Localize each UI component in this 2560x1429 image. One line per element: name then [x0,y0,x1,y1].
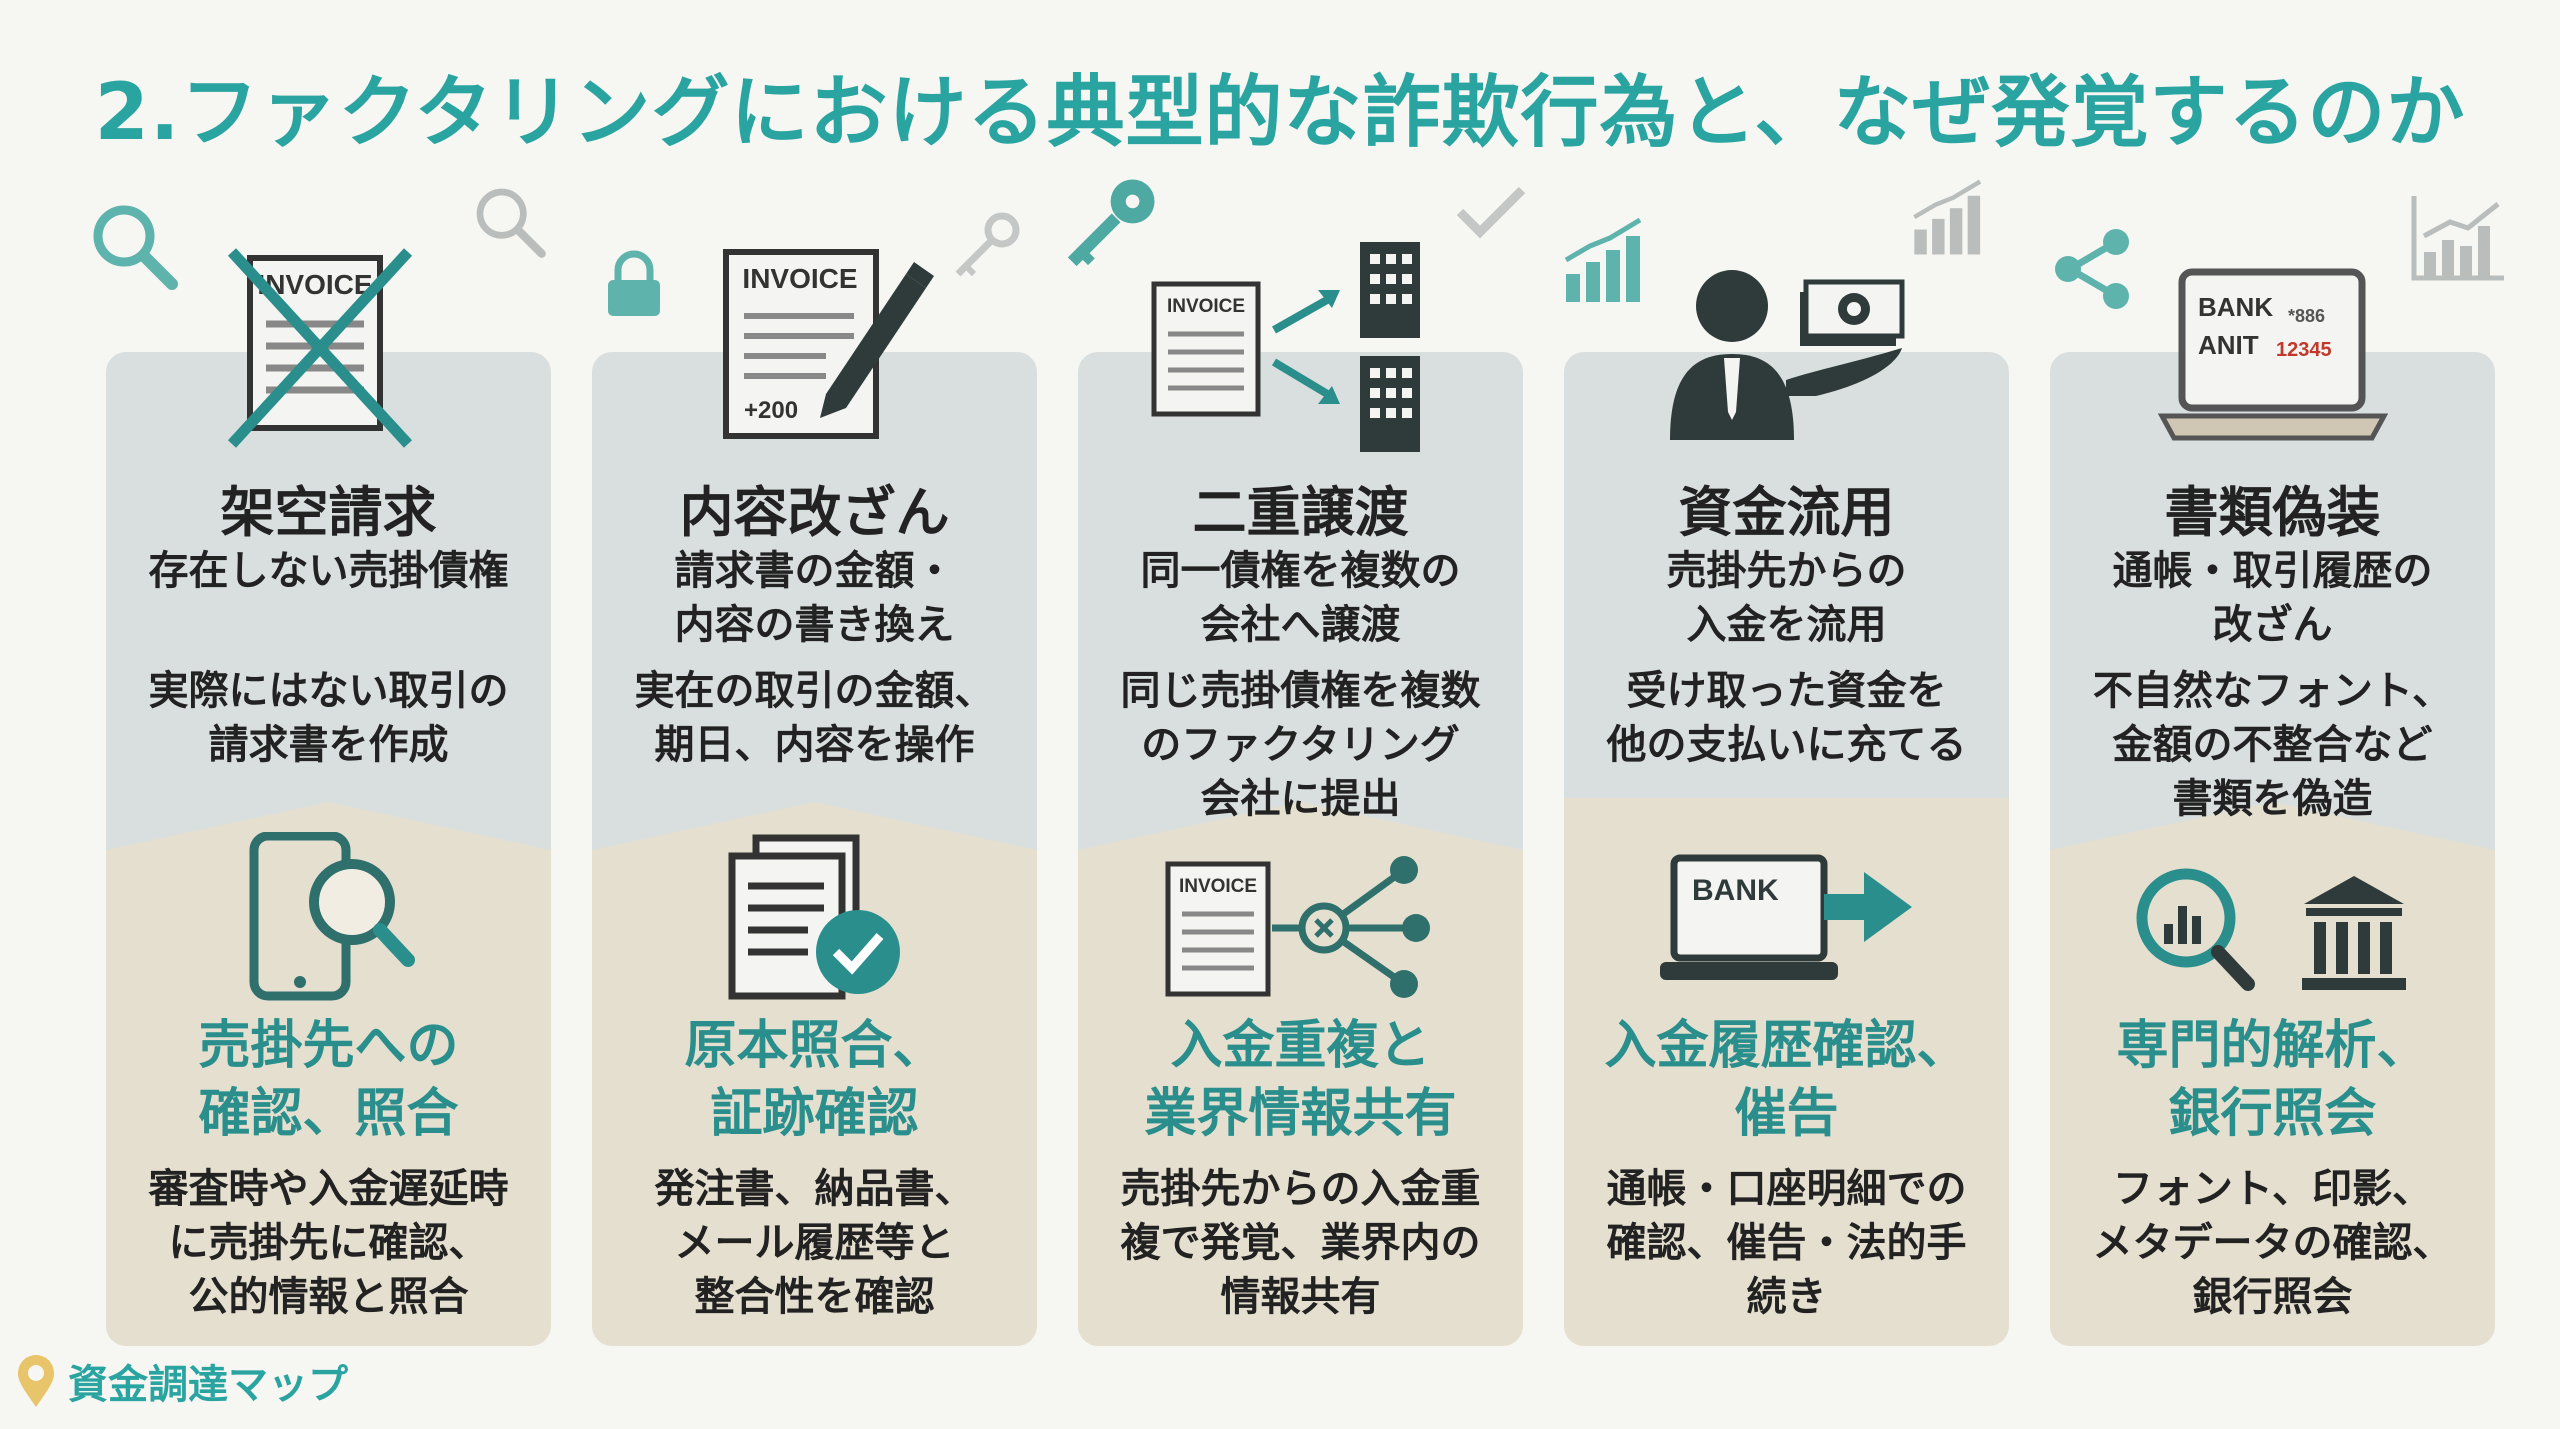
share-icon [2055,229,2129,309]
magnifier-chart-bank-icon [2136,868,2406,991]
detection-title: 売掛先への 確認、照合 [198,1016,459,1144]
bank-laptop-arrow-icon: BANK [1660,854,1912,980]
fraud-card-fund-diversion: 資金流用 売掛先からの 入金を流用 受け取った資金を 他の支払いに充てる 入金履… [1564,352,2009,1346]
bar-chart-icon [1564,217,1642,302]
detection-panel [1078,802,1523,1346]
magnifier-icon [93,205,178,290]
fraud-name: 内容改ざん [679,481,950,544]
detection-detail: 審査時や入金遅延時 に売掛先に確認、 公的情報と照合 [148,1166,509,1320]
account-number: 12345 [2276,339,2332,361]
bar-chart-icon [1913,179,1982,255]
key-icon [1067,179,1155,267]
account-label: ANIT [2198,330,2259,360]
invoice-network-icon: INVOICE [1165,856,1430,998]
detection-detail: 発注書、納品書、 メール履歴等と 整合性を確認 [654,1166,975,1320]
detection-title: 専門的解析、 銀行照会 [2116,1016,2429,1144]
page-title: 2.ファクタリングにおける典型的な詐欺行為と、なぜ発覚するのか [94,68,2466,158]
map-pin-logo-icon [18,1355,54,1407]
detection-detail: 通帳・口座明細での 確認、催告・法的手 続き [1606,1166,1967,1320]
checkmark-icon [1456,186,1526,239]
fraud-name: 書類偽装 [2164,481,2381,544]
crossed-invoice-icon: INVOICE [227,248,413,448]
fraud-summary: 同一債権を複数の 会社へ譲渡 [1140,548,1461,648]
fraud-detail: 不自然なフォント、 金額の不整合など 書類を偽造 [2092,668,2453,822]
bar-chart-icon [2411,196,2504,281]
detection-detail: フォント、印影、 メタデータの確認、 銀行照会 [2092,1166,2453,1320]
brand-footer: 資金調達マップ [14,1352,348,1410]
fraud-summary: 請求書の金額・ 内容の書き換え [674,548,955,648]
key-icon [955,212,1020,277]
magnifier-icon [476,188,546,258]
fraud-card-double-assignment: 二重譲渡 同一債権を複数の 会社へ譲渡 同じ売掛債権を複数 のファクタリング 会… [1078,352,1523,1346]
fraud-summary: 通帳・取引履歴の 改ざん [2112,548,2433,648]
detection-detail: 売掛先からの入金重 複で発覚、業界内の 情報共有 [1120,1166,1481,1320]
invoice-to-buildings-icon: INVOICE [1151,242,1420,452]
fraud-summary: 存在しない売掛債権 [148,548,509,594]
fraud-summary: 売掛先からの 入金を流用 [1666,548,1907,648]
fraud-card-document-forgery: 書類偽装 通帳・取引履歴の 改ざん 不自然なフォント、 金額の不整合など 書類を… [2050,352,2495,1346]
invoice-pen-icon: INVOICE +200 [723,249,934,439]
fraud-detail: 実際にはない取引の 請求書を作成 [148,668,509,768]
phone-magnifier-icon [249,832,415,1001]
invoice-label: INVOICE [1179,876,1257,897]
invoice-label: INVOICE [1167,296,1245,317]
detection-title: 入金重複と 業界情報共有 [1144,1016,1457,1144]
fraud-description-panel [1078,352,1523,850]
fraud-name: 架空請求 [220,481,437,544]
fraud-name: 二重譲渡 [1192,481,1409,544]
bank-label: BANK [2198,292,2273,322]
detection-panel [2050,802,2495,1346]
fraud-description-panel [106,352,551,850]
brand-name: 資金調達マップ [68,1362,348,1408]
fraud-detail: 実在の取引の金額、 期日、内容を操作 [634,668,995,768]
detection-title: 原本照合、 証跡確認 [684,1016,945,1144]
detection-title: 入金履歴確認、 催告 [1604,1016,1969,1144]
documents-check-icon [728,834,900,1000]
businessman-money-icon [1670,270,1905,440]
forged-bank-laptop-icon: BANK ANIT *886 12345 [2158,268,2388,441]
fraud-name: 資金流用 [1678,481,1895,544]
fraud-detail: 受け取った資金を 他の支払いに充てる [1606,668,1967,768]
bank-label: BANK [1692,874,1779,907]
invoice-label: INVOICE [742,263,857,294]
lock-icon [608,250,660,316]
fraud-detail: 同じ売掛債権を複数 のファクタリング 会社に提出 [1120,668,1481,822]
amount-label: +200 [744,397,798,424]
account-suffix: *886 [2288,306,2325,326]
